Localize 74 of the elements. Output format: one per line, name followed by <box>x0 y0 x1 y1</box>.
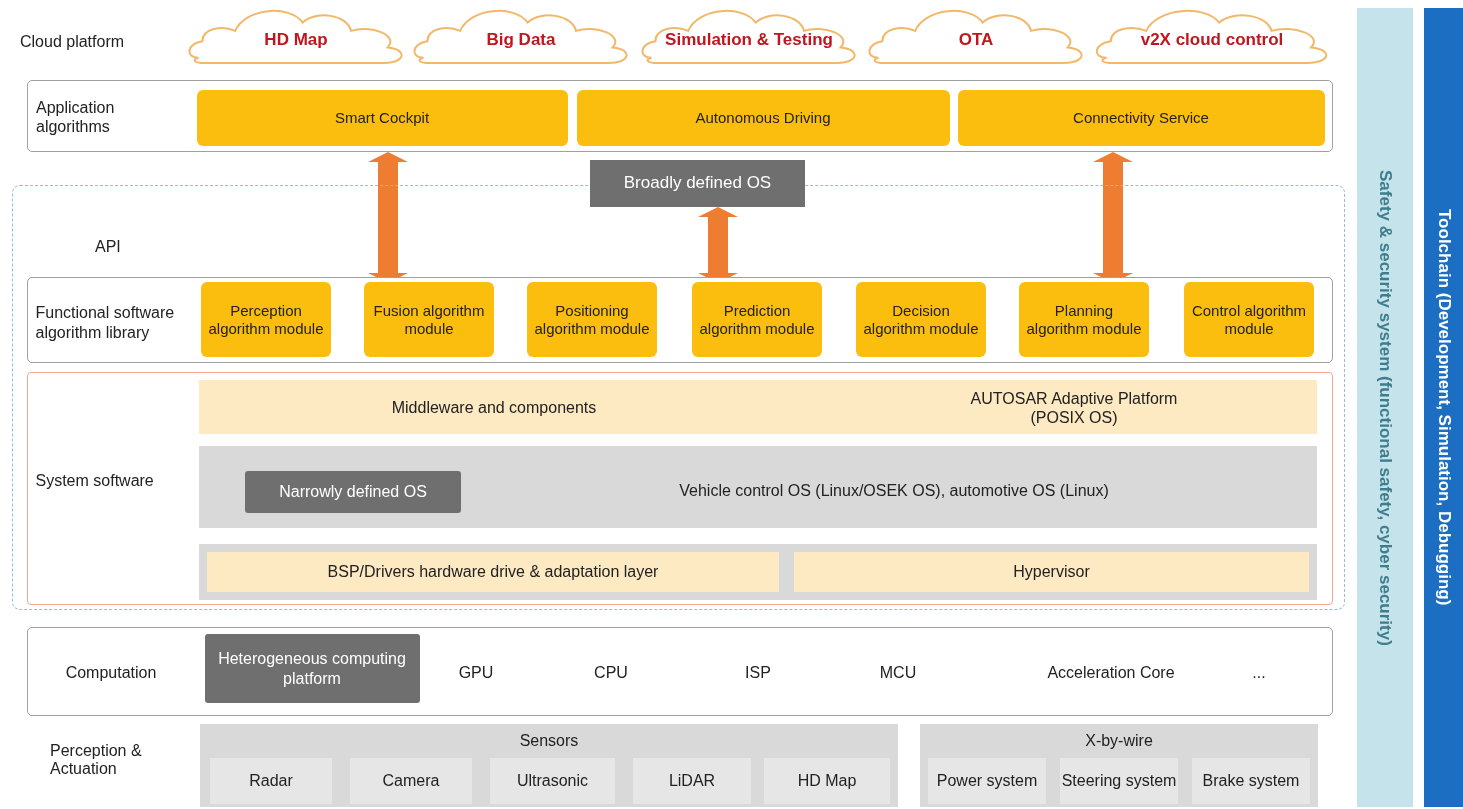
module-box <box>196 89 568 146</box>
layer-text: Sensors <box>518 731 580 752</box>
layer-text: Radar <box>210 758 332 804</box>
module-box <box>957 89 1325 146</box>
layer-text: BSP/Drivers hardware drive & adaptation layer <box>326 562 660 583</box>
layer-title: GPU <box>457 663 495 684</box>
layer-text: Vehicle control OS (Linux/OSEK OS), automotive OS (Linux) <box>678 481 1110 502</box>
module-label: Fusion algorithm module <box>372 301 486 339</box>
layer-text: Middleware and components <box>390 398 598 419</box>
layer-bar <box>199 380 1317 434</box>
module-label: Positioning algorithm module <box>533 301 651 339</box>
module-box <box>1184 282 1314 357</box>
cloud-label: OTA <box>957 28 995 51</box>
layer-title: Computation <box>64 663 158 684</box>
layer-title: Application algorithms <box>36 97 116 137</box>
module-box <box>364 282 494 357</box>
layer-text: Power system <box>928 758 1046 804</box>
layer-bar <box>199 544 1317 600</box>
layer-bar <box>199 446 1317 528</box>
side-bar <box>1357 8 1413 807</box>
module-label: Connectivity Service <box>1072 107 1210 128</box>
layer-text: LiDAR <box>633 758 751 804</box>
layer-text: X-by-wire <box>1084 731 1154 752</box>
row-label: API <box>95 238 122 256</box>
module-box <box>201 282 331 357</box>
layer-title: ... <box>1251 663 1267 684</box>
layer-bar <box>207 552 779 592</box>
layer-panel <box>27 80 1333 152</box>
cloud-label: Big Data <box>485 28 557 51</box>
layer-title: MCU <box>878 663 918 684</box>
layer-text: Brake system <box>1192 758 1310 804</box>
cloud-label: Simulation & Testing <box>664 28 834 51</box>
module-label: Decision algorithm module <box>862 301 980 339</box>
layer-title: Functional software algorithm library <box>35 303 176 343</box>
module-label: Autonomous Driving <box>694 107 832 128</box>
side-title: Safety & security system (functional safety, cyber security) <box>1375 168 1397 648</box>
os-label: Broadly defined OS <box>622 172 773 195</box>
os-label: Heterogeneous computing platform <box>217 649 407 689</box>
layer-title: System software <box>35 470 155 491</box>
module-label: Planning algorithm module <box>1025 301 1143 339</box>
module-box <box>692 282 822 357</box>
layer-text: Steering system <box>1060 758 1178 804</box>
cloud-label: HD Map <box>263 28 329 51</box>
os-label: Narrowly defined OS <box>278 482 428 503</box>
layer-title: CPU <box>593 663 629 684</box>
layer-bar <box>920 724 1318 807</box>
module-box <box>856 282 986 357</box>
layer-title: ISP <box>744 663 772 684</box>
module-label: Control algorithm module <box>1190 301 1308 339</box>
module-box <box>576 89 950 146</box>
layer-text: Camera <box>350 758 472 804</box>
module-label: Prediction algorithm module <box>698 301 816 339</box>
layer-title: Acceleration Core <box>1046 663 1176 684</box>
layer-panel <box>26 276 1333 363</box>
os-box <box>204 633 420 703</box>
layer-text: Hypervisor <box>1012 562 1091 583</box>
os-box <box>245 471 461 513</box>
layer-bar <box>794 552 1309 592</box>
side-title: Toolchain (Development, Simulation, Debugging) <box>1433 208 1455 608</box>
side-bar <box>1424 8 1463 807</box>
os-tab <box>590 160 805 207</box>
cloud-label: v2X cloud control <box>1139 28 1285 51</box>
row-label: Perception & Actuation <box>50 742 143 778</box>
row-label: Cloud platform <box>20 33 126 51</box>
module-label: Smart Cockpit <box>333 107 431 128</box>
module-box <box>527 282 657 357</box>
layer-bar <box>200 724 898 807</box>
layer-text: Ultrasonic <box>490 758 615 804</box>
module-label: Perception algorithm module <box>207 301 325 339</box>
module-box <box>1019 282 1149 357</box>
layer-panel <box>26 371 1333 605</box>
layer-text: AUTOSAR Adaptive Platform (POSIX OS) <box>969 388 1179 428</box>
layer-panel <box>27 627 1333 716</box>
layer-text: HD Map <box>764 758 890 804</box>
